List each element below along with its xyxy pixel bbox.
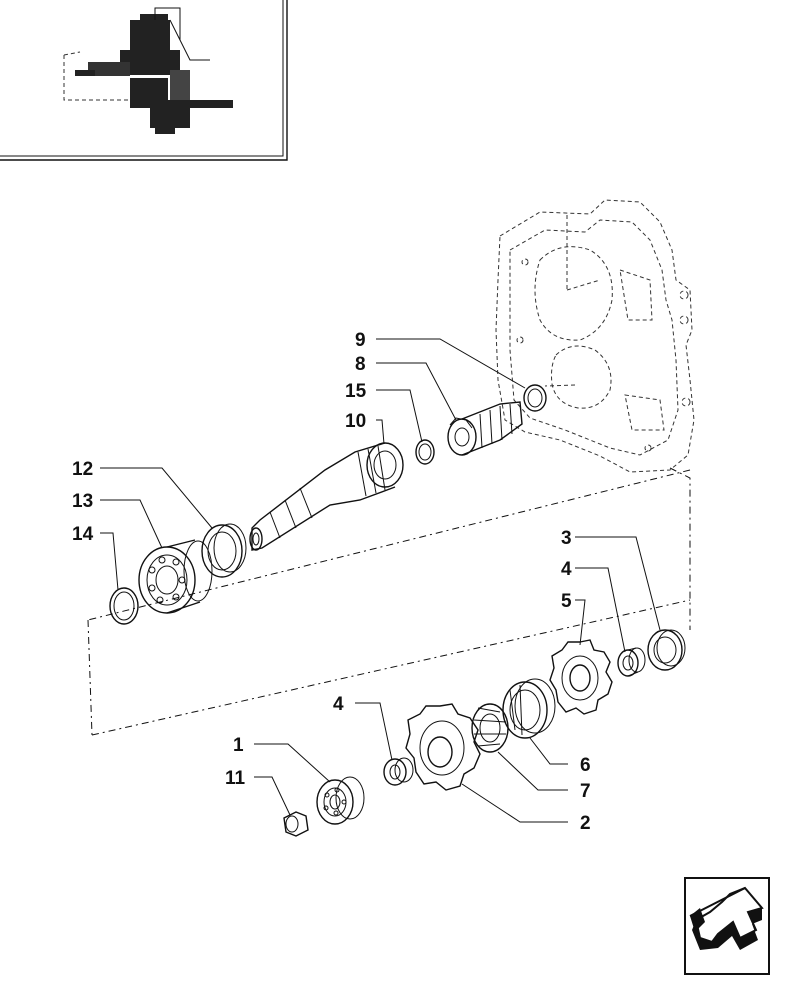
callout-9: 9: [355, 330, 366, 351]
part-12-seal-ring: [201, 523, 247, 578]
callout-7: 7: [580, 781, 591, 802]
callout-labels: 9 8 15 10 12 13 14 3 4 5 4 1 11 6 7 2: [72, 330, 591, 834]
callout-10: 10: [345, 411, 366, 432]
part-3-seal-ring: [647, 629, 686, 671]
part-1-ball-bearing: [316, 776, 365, 825]
callout-3: 3: [561, 528, 572, 549]
assembly-boundary-line: [87, 467, 691, 736]
part-14-snap-ring: [109, 587, 139, 625]
part-10-input-shaft: [249, 442, 404, 551]
callout-5: 5: [561, 591, 572, 612]
part-4-bushing-lower: [383, 757, 414, 786]
callout-4-upper: 4: [561, 559, 572, 580]
part-8-splined-pinion: [447, 401, 523, 456]
part-4-bushing-upper: [617, 647, 646, 677]
part-11-plug: [283, 811, 309, 837]
part-9-snap-ring: [523, 384, 547, 412]
callout-leader-lines: [100, 338, 661, 823]
part-6-synchro-ring: [502, 678, 556, 739]
callout-6: 6: [580, 755, 591, 776]
part-5-sprocket-gear: [549, 639, 613, 715]
callout-14: 14: [72, 524, 94, 545]
callout-2: 2: [580, 813, 591, 834]
thumbnail-transmission-sketch: [63, 7, 233, 134]
back-arrow-button[interactable]: [684, 877, 770, 975]
callout-13: 13: [72, 491, 93, 512]
back-arrow-icon: [689, 886, 764, 950]
part-2-large-sprocket-gear: [405, 703, 481, 791]
callout-4-lower: 4: [333, 694, 344, 715]
callout-1: 1: [233, 735, 244, 756]
callout-12: 12: [72, 459, 93, 480]
part-7-splined-hub: [471, 703, 509, 753]
callout-8: 8: [355, 354, 366, 375]
transmission-housing: [495, 199, 695, 473]
callout-11: 11: [225, 768, 246, 789]
callout-15: 15: [345, 381, 367, 402]
assembly-locator-thumbnail: [0, 0, 288, 161]
part-13-ball-bearing: [138, 539, 213, 614]
part-15-circlip: [415, 439, 435, 465]
